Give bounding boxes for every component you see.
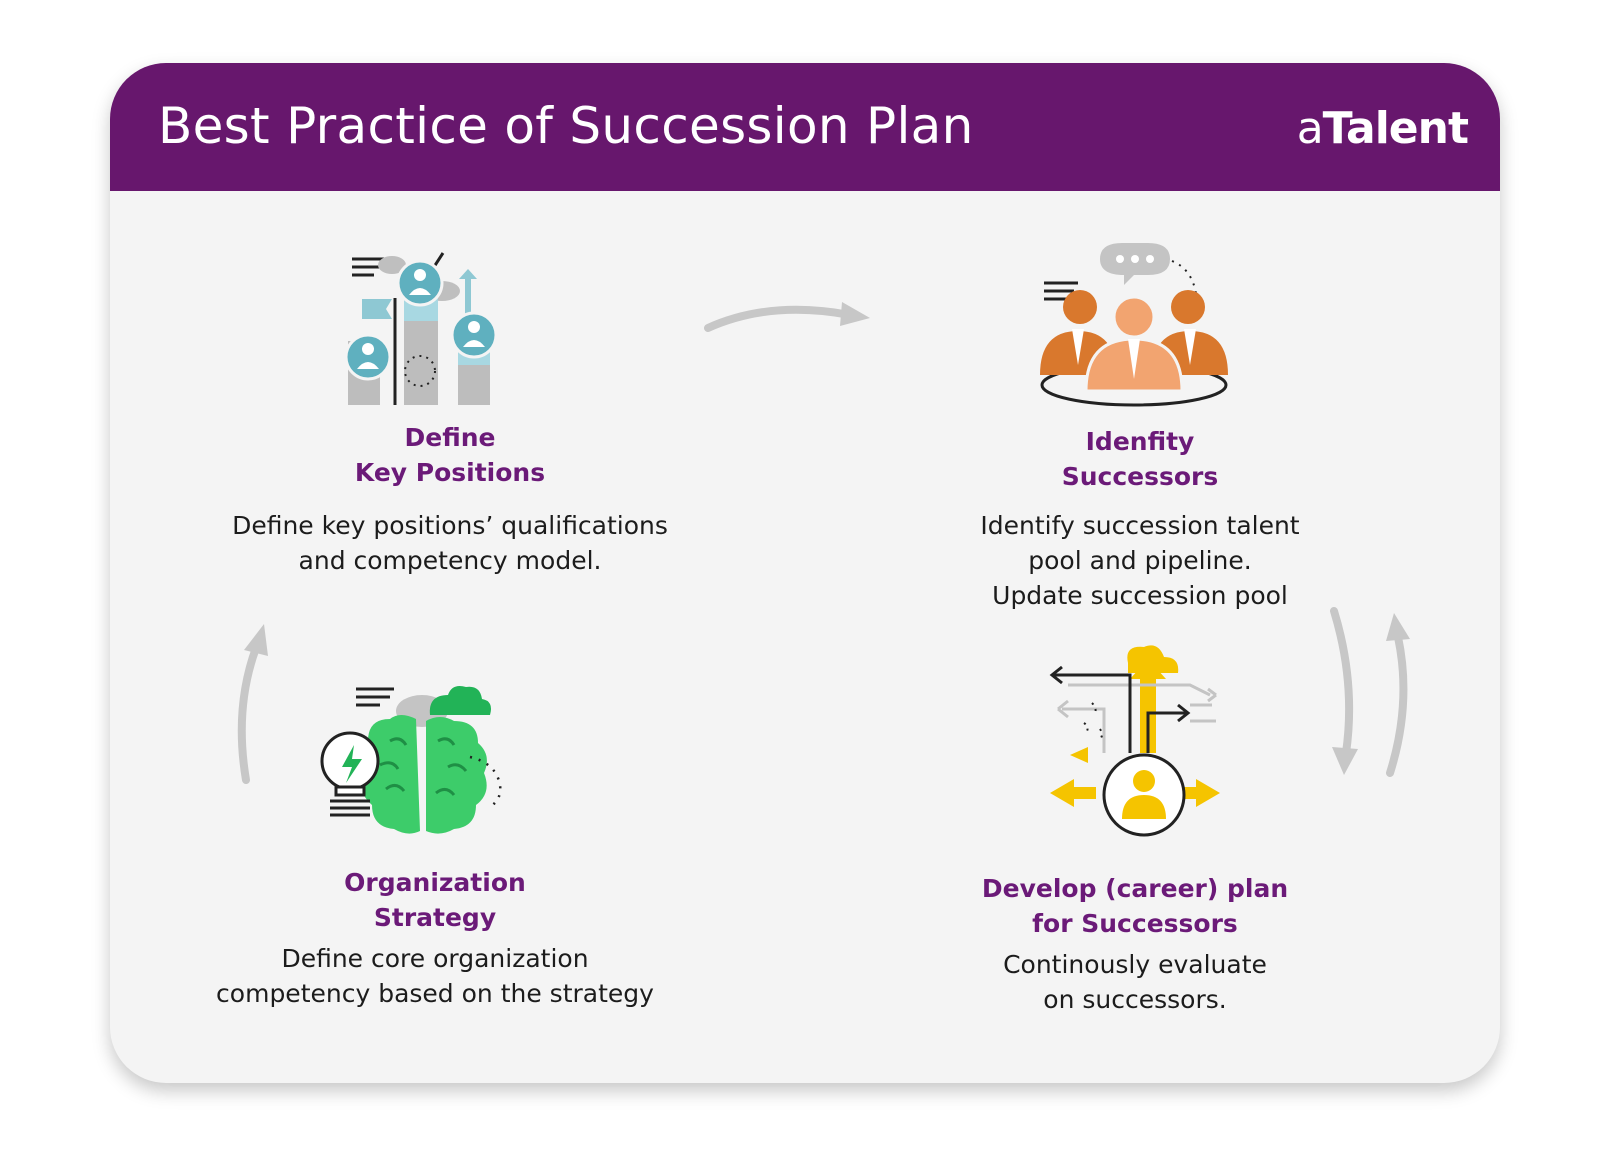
arrow-down-to-develop xyxy=(1330,607,1358,775)
header-bar: Best Practice of Succession Plan aTalent xyxy=(110,63,1500,191)
step-description: Define key positions’ qualifications and… xyxy=(232,511,668,575)
brain-lightbulb-icon xyxy=(320,686,502,834)
step-develop-career-plan: Develop (career) plan for Successors Con… xyxy=(870,871,1400,1017)
step-title: Idenfity Successors xyxy=(1061,427,1219,491)
step-description: Continously evaluate on successors. xyxy=(1003,950,1267,1014)
arrow-to-identify xyxy=(704,302,870,332)
step-description: Identify succession talent pool and pipe… xyxy=(980,511,1300,610)
step-define-key-positions: Define Key Positions Define key position… xyxy=(170,420,730,578)
successors-group-icon xyxy=(1040,243,1228,407)
arrow-up-cycle xyxy=(1386,613,1410,777)
step-title: Define Key Positions xyxy=(354,423,546,487)
succession-plan-card: Best Practice of Succession Plan aTalent… xyxy=(110,63,1500,1083)
brand-logo: aTalent xyxy=(1296,103,1469,154)
step-title: Organization Strategy xyxy=(344,868,526,932)
step-identify-successors: Idenfity Successors Identify succession … xyxy=(870,424,1410,613)
step-title: Develop (career) plan for Successors xyxy=(981,874,1289,938)
arrow-up-to-define xyxy=(237,624,268,784)
key-positions-icon xyxy=(344,252,498,405)
page-title: Best Practice of Succession Plan xyxy=(158,97,974,155)
step-description: Define core organization competency base… xyxy=(216,944,654,1008)
career-paths-icon xyxy=(1049,645,1220,837)
step-organization-strategy: Organization Strategy Define core organi… xyxy=(150,865,720,1011)
